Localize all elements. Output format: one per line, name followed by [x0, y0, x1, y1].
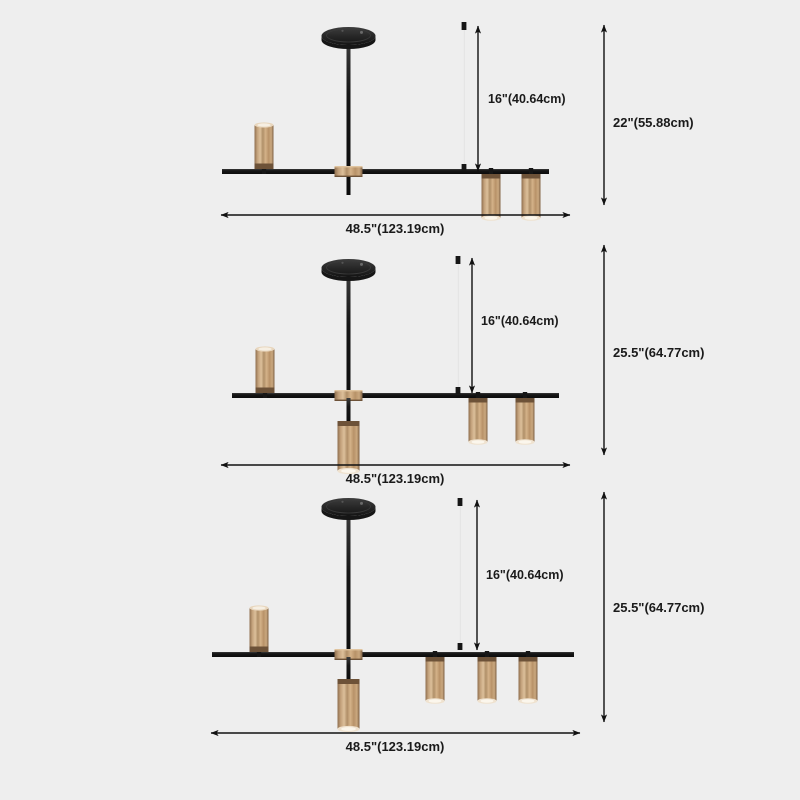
horizontal-bar — [222, 169, 549, 174]
ceiling-canopy — [321, 26, 376, 50]
center-pendant-rod — [346, 398, 351, 423]
variant-1-group: 16"(40.64cm) 22"(55.88cm) 48.5"(123.19cm… — [220, 22, 694, 236]
lamp-down-2 — [515, 392, 535, 445]
center-pendant-lamp — [337, 421, 360, 475]
lamp-down-1 — [425, 651, 445, 704]
wire-bottom-cap — [461, 164, 467, 171]
width-dimension-label: 48.5"(123.19cm) — [346, 739, 445, 754]
wire-bottom-cap — [457, 643, 463, 650]
center-pendant-lamp — [337, 679, 360, 733]
wire-bottom-cap — [455, 387, 461, 394]
height-dimension-label: 25.5"(64.77cm) — [613, 600, 704, 615]
center-collar — [334, 166, 363, 177]
lamp-up-left — [249, 605, 269, 657]
ceiling-canopy — [321, 497, 376, 521]
center-pendant-rod — [346, 657, 351, 681]
variant-2-group: 16"(40.64cm) 25.5"(64.77cm) 48.5"(123.19… — [220, 244, 704, 486]
drop-dimension-label: 16"(40.64cm) — [486, 568, 564, 582]
ceiling-canopy — [321, 258, 376, 282]
vertical-stem — [346, 40, 351, 195]
suspension-wire — [463, 24, 465, 170]
wire-top-cap — [457, 498, 463, 506]
vertical-stem — [346, 511, 351, 686]
horizontal-bar — [212, 652, 574, 657]
lamp-down-1 — [468, 392, 488, 445]
horizontal-bar — [232, 393, 559, 398]
height-dimension-label: 22"(55.88cm) — [613, 115, 694, 130]
width-dimension-label: 48.5"(123.19cm) — [346, 221, 445, 236]
wire-top-cap — [455, 256, 461, 264]
width-dimension-label: 48.5"(123.19cm) — [346, 471, 445, 486]
lamp-down-1 — [481, 168, 501, 221]
suspension-wire — [459, 500, 461, 648]
lamp-down-2 — [477, 651, 497, 704]
lamp-up-left — [255, 346, 275, 398]
lamp-up-left — [254, 122, 274, 174]
drop-dimension-label: 16"(40.64cm) — [488, 92, 566, 106]
suspension-wire — [457, 258, 459, 392]
variant-3-group: 16"(40.64cm) 25.5"(64.77cm) 48.5"(123.19… — [210, 491, 704, 754]
vertical-stem — [346, 272, 351, 427]
lamp-down-3 — [518, 651, 538, 704]
lamp-down-2 — [521, 168, 541, 221]
height-dimension-label: 25.5"(64.77cm) — [613, 345, 704, 360]
drop-dimension-label: 16"(40.64cm) — [481, 314, 559, 328]
wire-top-cap — [461, 22, 467, 30]
